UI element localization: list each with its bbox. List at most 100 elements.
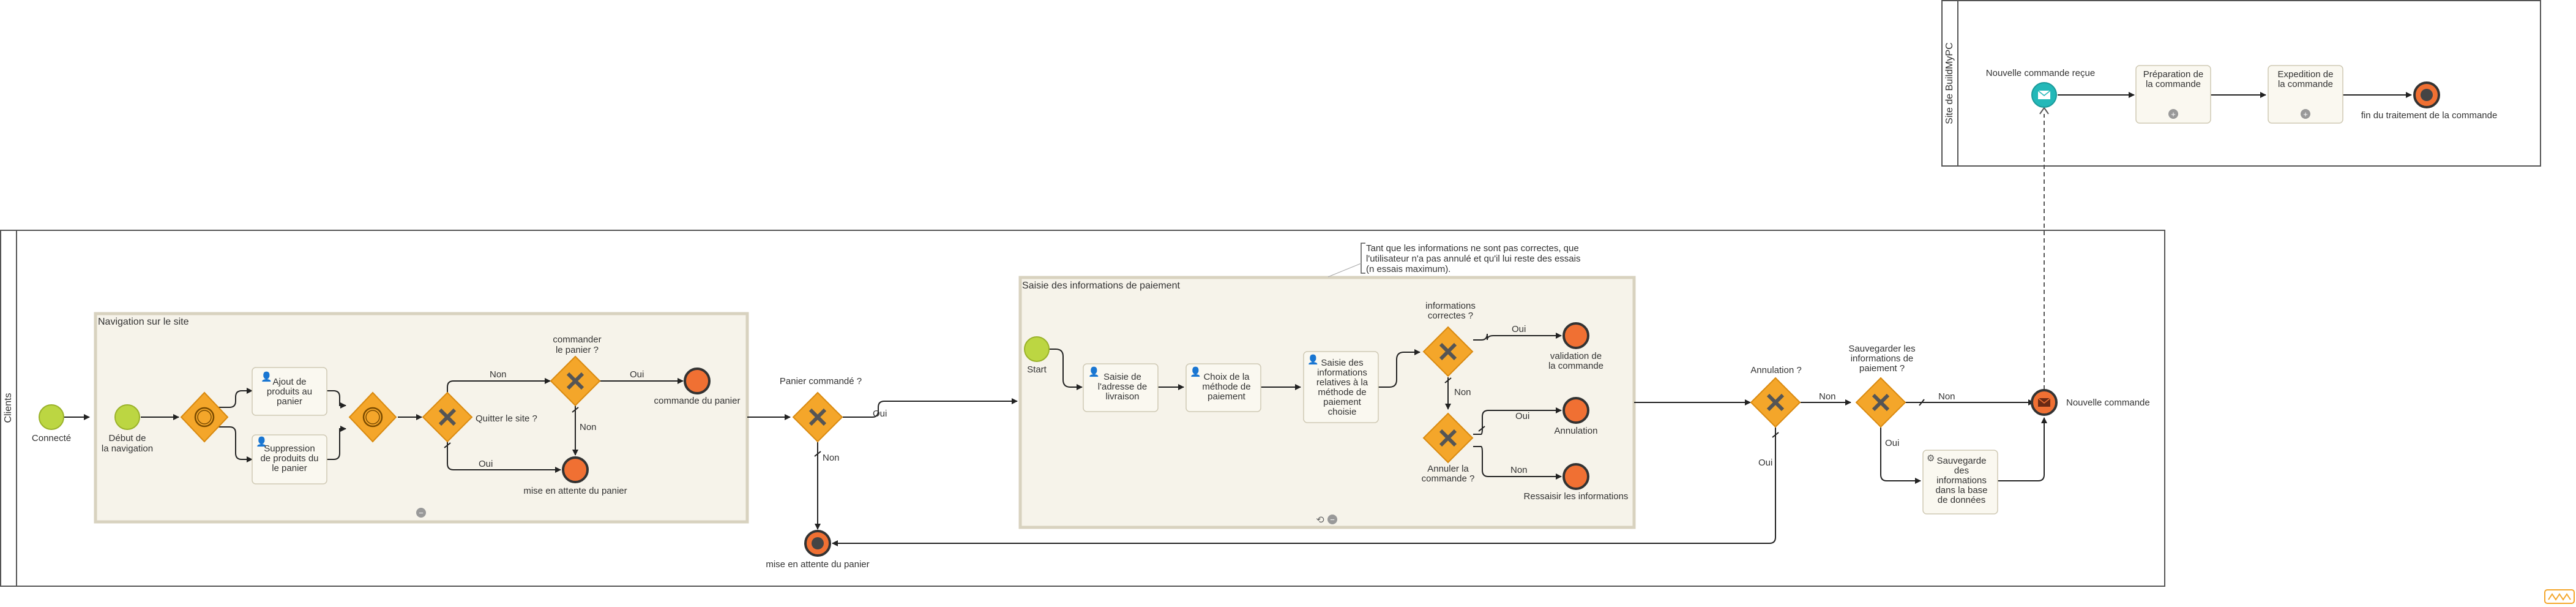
flow-label-oui: Oui	[479, 459, 493, 469]
task-label: choisie	[1328, 407, 1357, 417]
end-event-nouvelle-commande[interactable]: Nouvelle commande	[2031, 389, 2150, 416]
task-label: relatives à la	[1316, 377, 1368, 388]
task-label: Saisie de	[1103, 372, 1141, 382]
task-saisie-adresse[interactable]: 👤 Saisie de l'adresse de livraison	[1083, 363, 1159, 412]
task-label: Sauvegarde	[1937, 456, 1987, 466]
gateway-label: Annuler la	[1427, 464, 1469, 474]
start-event-start[interactable]: Start	[1024, 336, 1050, 375]
task-label: le panier	[272, 463, 307, 473]
event-label: la commande	[1548, 361, 1603, 371]
task-label: livraison	[1105, 391, 1139, 402]
gateway-label: correctes ?	[1428, 311, 1473, 321]
end-event-fin-traitement[interactable]: fin du traitement de la commande	[2361, 81, 2498, 121]
flow-label-oui: Oui	[873, 409, 887, 419]
event-label: Nouvelle commande reçue	[1986, 68, 2095, 78]
start-event-nouvelle-commande-recue[interactable]: Nouvelle commande reçue	[1986, 68, 2095, 108]
flow-label-non: Non	[1938, 391, 1955, 402]
gateway-commander[interactable]: commander le panier ?	[550, 334, 602, 407]
event-label: Start	[1027, 364, 1047, 375]
annotation-line-2: l'utilisateur n'a pas annulé et qu'il lu…	[1366, 254, 1580, 264]
end-event-commande-panier[interactable]: commande du panier	[654, 368, 741, 406]
event-label: mise en attente du panier	[523, 486, 627, 496]
annotation-line-1: Tant que les informations ne sont pas co…	[1366, 243, 1579, 254]
flow-label-non: Non	[1454, 387, 1471, 398]
task-choix-methode[interactable]: 👤 Choix de la méthode de paiement	[1185, 363, 1261, 412]
task-label: méthode de	[1318, 387, 1366, 398]
subprocess-navigation-title: Navigation sur le site	[98, 317, 189, 327]
gateway-label: commande ?	[1422, 473, 1475, 484]
start-event-connecte[interactable]: Connecté	[32, 404, 71, 443]
flow-label-oui: Oui	[1515, 411, 1529, 421]
flow-label-oui: Oui	[1758, 458, 1772, 468]
task-ajout[interactable]: 👤 Ajout de produits au panier	[252, 367, 327, 416]
task-label: panier	[277, 396, 302, 407]
gateway-event-2[interactable]	[348, 391, 397, 443]
expand-icon[interactable]: +	[2303, 110, 2308, 119]
user-icon: 👤	[1190, 366, 1201, 377]
end-event-annulation[interactable]: Annulation	[1555, 397, 1598, 436]
task-label: des	[1954, 466, 1969, 476]
task-label: produits au	[267, 386, 312, 397]
user-icon: 👤	[261, 371, 272, 382]
gateway-label: le panier ?	[556, 345, 599, 355]
task-saisie-infos[interactable]: 👤 Saisie des informations relatives à la…	[1303, 351, 1379, 423]
collapse-icon[interactable]: −	[1330, 515, 1335, 524]
loop-icon: ⟲	[1316, 514, 1324, 526]
task-label: dans la base	[1935, 485, 1987, 496]
user-icon: 👤	[1088, 366, 1100, 377]
event-label: mise en attente du panier	[766, 559, 869, 570]
bpmn-logo	[2544, 589, 2575, 604]
task-label: Préparation de	[2143, 69, 2203, 80]
end-event-attente-panier-2[interactable]: mise en attente du panier	[766, 530, 870, 570]
start-event-debut-navigation[interactable]: Début de la navigation	[102, 404, 153, 454]
gateway-annulation[interactable]: Annulation ?	[1750, 365, 1802, 428]
expand-icon[interactable]: +	[2171, 110, 2176, 119]
user-icon: 👤	[256, 436, 267, 447]
end-event-validation[interactable]: validation de la commande	[1548, 322, 1603, 371]
end-event-ressaisir[interactable]: Ressaisir les informations	[1524, 463, 1629, 502]
gateway-sauvegarder[interactable]: Sauvegarder les informations de paiement…	[1848, 344, 1916, 428]
flow-labels: Non Oui Oui Non Oui Non Oui Non Oui Non …	[479, 324, 1955, 475]
task-preparation[interactable]: Préparation de la commande +	[2135, 65, 2211, 124]
task-suppression[interactable]: 👤 Suppression de produits du le panier	[252, 434, 327, 484]
pool-site-label: Site de BuildMyPC	[1944, 42, 1955, 124]
sequence-flows	[64, 92, 2412, 546]
event-label: commande du panier	[654, 396, 741, 406]
event-label: Nouvelle commande	[2066, 398, 2150, 408]
task-label: l'adresse de	[1098, 382, 1147, 392]
task-label: Suppression	[264, 443, 315, 454]
flow-label-non: Non	[580, 422, 597, 432]
task-sauvegarde[interactable]: ⚙ Sauvegarde des informations dans la ba…	[1922, 450, 1998, 515]
subprocess-paiement-title: Saisie des informations de paiement	[1022, 281, 1180, 291]
flow-label-non: Non	[823, 453, 840, 463]
task-expedition[interactable]: Expedition de la commande +	[2268, 65, 2343, 124]
task-label: Expedition de	[2278, 69, 2334, 80]
event-label: Annulation	[1555, 426, 1598, 436]
gateway-panier-commande[interactable]: Panier commandé ?	[780, 376, 862, 443]
event-label: validation de	[1550, 351, 1602, 361]
flow-label-non: Non	[490, 369, 507, 380]
user-icon: 👤	[1307, 354, 1319, 365]
gateway-quitter[interactable]: Quitter le site ?	[422, 391, 537, 443]
gateway-annuler[interactable]: Annuler la commande ?	[1422, 412, 1475, 484]
flow-label-non: Non	[1819, 391, 1836, 402]
gateway-label: Quitter le site ?	[476, 413, 537, 424]
flow-label-oui: Oui	[1885, 438, 1899, 448]
task-label: Ajout de	[272, 377, 306, 387]
gateway-event-1[interactable]	[180, 391, 229, 443]
gear-icon: ⚙	[1927, 453, 1935, 464]
event-label: Ressaisir les informations	[1524, 491, 1629, 502]
task-label: paiement	[1323, 397, 1362, 407]
pool-site: Site de BuildMyPC	[1941, 0, 2541, 167]
collapse-icon[interactable]: −	[419, 508, 424, 518]
end-event-attente-panier-1[interactable]: mise en attente du panier	[523, 456, 627, 496]
task-label: paiement	[1208, 391, 1246, 402]
task-label: la commande	[2146, 79, 2201, 89]
pool-clients-label: Clients	[3, 393, 13, 423]
task-label: méthode de	[1202, 382, 1250, 392]
gateway-infos-correctes[interactable]: informations correctes ?	[1422, 301, 1476, 377]
gateway-label: commander	[553, 334, 601, 345]
annotation-line-3: (n essais maximum).	[1366, 264, 1450, 274]
task-label: de données	[1938, 495, 1985, 505]
